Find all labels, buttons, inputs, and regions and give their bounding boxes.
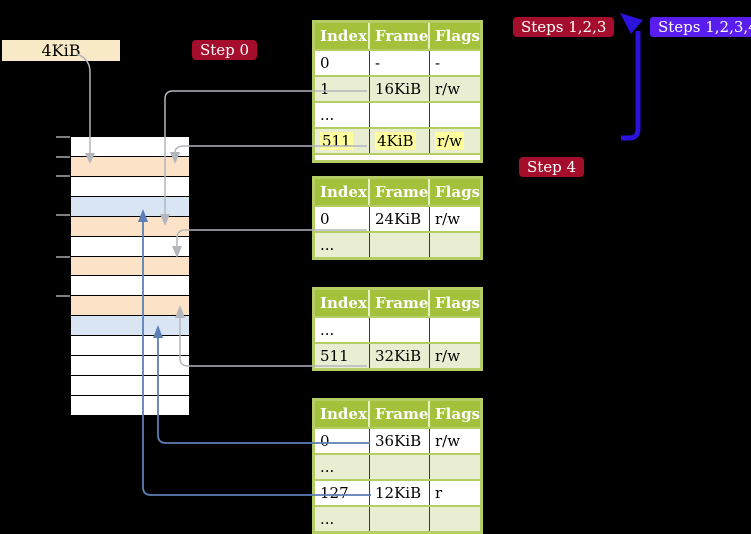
highlighted-value: 511 [320, 132, 353, 150]
table-cell [430, 233, 480, 257]
frame-size-label: 4KiB [2, 40, 120, 61]
steps-123-badge: Steps 1,2,3 [513, 17, 615, 37]
table-cell: r/w [435, 347, 461, 365]
table-cell: 0 [315, 429, 370, 453]
table-cell: 36KiB [370, 429, 430, 453]
table-cell: ... [315, 103, 370, 127]
table-cell: 511 [315, 129, 370, 153]
table-cell [430, 103, 480, 127]
step-4-badge: Step 4 [519, 157, 585, 177]
table-row: ... [315, 316, 480, 342]
memory-row-page-table [70, 215, 190, 237]
steps-1234-badge: Steps 1,2,3,4 [650, 17, 751, 37]
memory-row-free [70, 335, 190, 357]
table-cell: - [370, 51, 430, 75]
memory-row-free [70, 394, 190, 416]
memory-row-free [70, 136, 190, 157]
memory-column [70, 136, 190, 416]
memory-row-page-table [70, 295, 190, 317]
table-cell [430, 455, 480, 479]
table-cell [370, 507, 430, 531]
table-cell [370, 233, 430, 257]
table-cell: r/w [430, 129, 480, 153]
column-header: Frame [370, 290, 430, 316]
table-cell [370, 103, 430, 127]
memory-tick [56, 295, 70, 297]
table-cell: r/w [435, 432, 461, 450]
memory-row-data [70, 195, 190, 217]
memory-row-page-table [70, 155, 190, 177]
table-row: ... [315, 101, 480, 127]
memory-row-free [70, 275, 190, 297]
memory-row-page-table [70, 255, 190, 277]
column-header: Frame [370, 401, 430, 427]
column-header: Flags [435, 183, 480, 201]
column-header: Frame [370, 23, 430, 49]
table-cell: 0 [315, 207, 370, 231]
highlighted-value: r/w [435, 132, 465, 150]
memory-row-free [70, 355, 190, 377]
table-cell: r [435, 484, 443, 502]
column-header: Index [315, 401, 370, 427]
arrow-steps-loop [620, 13, 643, 141]
table-cell: ... [315, 233, 370, 257]
table-row: ... [315, 505, 480, 531]
column-header: Frame [370, 179, 430, 205]
table-cell: ... [315, 455, 370, 479]
table-cell: 16KiB [370, 77, 430, 101]
clipped-table-row [315, 153, 480, 160]
table-cell: - [435, 54, 441, 72]
table-cell [370, 318, 430, 342]
table-cell: 24KiB [370, 207, 430, 231]
table-row: ... [315, 231, 480, 257]
table-cell: 127 [315, 481, 370, 505]
table-cell: r/w [435, 80, 461, 98]
table-cell [430, 318, 480, 342]
table-cell: ... [315, 318, 370, 342]
memory-row-free [70, 175, 190, 197]
memory-row-free [70, 375, 190, 396]
table-row: 511 4KiB r/w [315, 127, 480, 153]
column-header: Index [315, 23, 370, 49]
table-cell: ... [315, 507, 370, 531]
memory-tick [56, 175, 70, 177]
memory-tick [56, 156, 70, 158]
table-cell [370, 455, 430, 479]
highlighted-value: 4KiB [375, 132, 416, 150]
column-header: Index [315, 179, 370, 205]
table-cell: 4KiB [370, 129, 430, 153]
memory-row-free [70, 235, 190, 257]
memory-row-data [70, 315, 190, 337]
column-header: Index [315, 290, 370, 316]
memory-tick [56, 136, 70, 138]
table-cell: 511 [315, 344, 370, 368]
table-cell: 32KiB [370, 344, 430, 368]
table-cell: r/w [435, 210, 461, 228]
column-header: Flags [435, 294, 480, 312]
memory-tick [56, 256, 70, 258]
table-cell: 0 [315, 51, 370, 75]
table-cell [430, 507, 480, 531]
column-header: Flags [435, 27, 480, 45]
table-row: 0-- [315, 49, 480, 75]
table-row: ... [315, 453, 480, 479]
step-0-badge: Step 0 [192, 40, 258, 60]
table-cell: 1 [315, 77, 370, 101]
table-cell: 12KiB [370, 481, 430, 505]
memory-tick [56, 214, 70, 216]
column-header: Flags [435, 405, 480, 423]
